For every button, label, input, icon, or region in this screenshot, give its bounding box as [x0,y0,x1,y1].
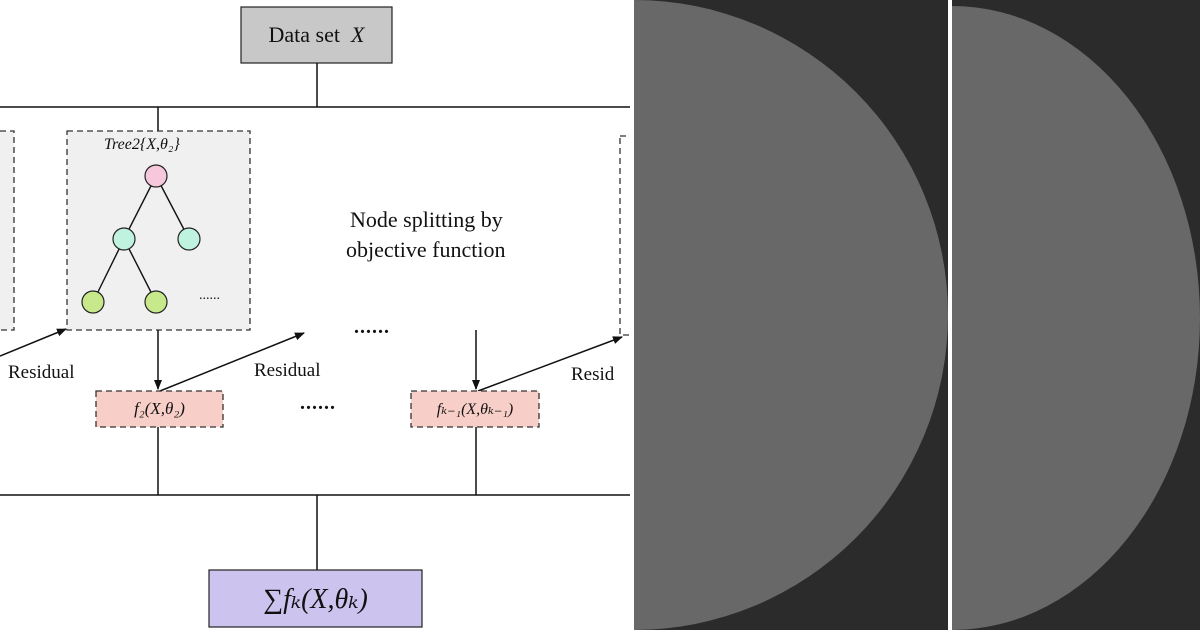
tree-root-node [144,164,168,188]
tree-edge [123,238,157,303]
tree2-title: Tree2{X,θ₂} [104,136,180,153]
dataset-box [240,6,393,64]
tree-leaf-node [81,290,105,314]
tree-edge [123,175,157,240]
semicircle-shape-1 [634,0,948,630]
tree1-panel-partial [0,130,15,331]
tree-inner-node [177,227,201,251]
divider-left [630,0,634,630]
divider-right [948,0,952,630]
tree-ellipsis: ...... [199,288,220,303]
dataset-label: Data set X [241,7,392,63]
diagram-panel: Data set X Tree2{X,θ₂} ...... Node split… [0,0,630,630]
residual-arrow-2 [159,332,305,392]
fk1-box [410,390,540,428]
fk1-label: fₖ₋₁(X,θₖ₋₁) [436,401,514,418]
f2-label: f₂(X,θ₂) [134,399,185,418]
tree-leaf-node [144,290,168,314]
tree-edge [92,238,125,303]
node-splitting-line2: objective function [346,237,506,262]
dataset-text: Data set [268,22,340,47]
semicircle-shape-2 [952,6,1200,630]
f2-box [95,390,224,428]
sum-label: ∑fₖ(X,θₖ) [263,583,368,615]
residual-label-1: Residual [8,362,75,383]
residual-label-3: Resid [571,364,615,385]
semicircle-1 [634,0,948,630]
tree-inner-node [112,227,136,251]
dots-middle-bottom: ...... [300,392,336,414]
tree-edge [155,175,190,240]
node-splitting-line1: Node splitting by [350,207,503,232]
residual-label-2: Residual [254,360,321,381]
semicircle-2 [952,6,1200,630]
sum-box [208,569,423,628]
dots-middle-top: ...... [354,316,390,338]
residual-arrow-3 [477,336,623,392]
diagram-lines [0,6,630,628]
treek-panel-partial [619,135,630,336]
dataset-variable: X [351,22,365,47]
residual-arrow-1 [0,328,67,357]
dark-panel-2 [952,0,1200,630]
dark-panel-1 [634,0,948,630]
